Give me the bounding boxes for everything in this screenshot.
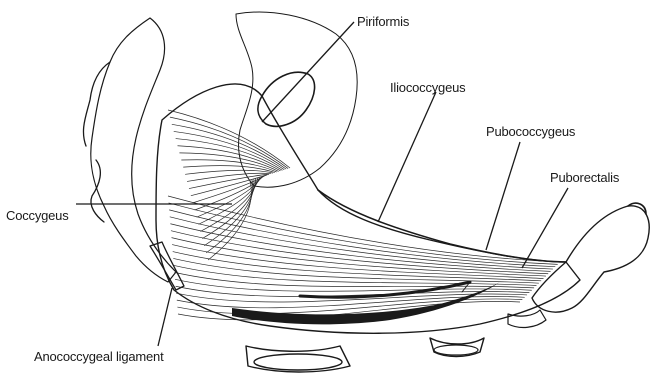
coccygeus-fibers bbox=[168, 110, 290, 260]
anococcygeal-leader bbox=[158, 288, 172, 346]
fan-fiber bbox=[193, 175, 265, 202]
label-iliococcygeus: Iliococcygeus bbox=[390, 80, 466, 95]
tendinous-arch bbox=[318, 190, 566, 262]
long-fiber bbox=[170, 224, 550, 272]
coccyx bbox=[150, 242, 184, 290]
label-coccygeus: Coccygeus bbox=[6, 208, 69, 223]
label-piriformis: Piriformis bbox=[357, 14, 410, 29]
label-anococcygeal-ligament: Anococcygeal ligament bbox=[34, 349, 164, 364]
label-puborectalis: Puborectalis bbox=[550, 170, 620, 185]
label-pubococcygeus: Pubococcygeus bbox=[486, 124, 576, 139]
fan-fiber bbox=[204, 179, 254, 246]
fan-fiber bbox=[195, 176, 264, 210]
puborectalis-leader bbox=[522, 188, 568, 268]
iliococcygeus-leader bbox=[378, 92, 436, 222]
long-fiber bbox=[173, 252, 541, 281]
pubococcygeus-leader bbox=[486, 142, 520, 250]
fan-fiber bbox=[185, 170, 273, 174]
